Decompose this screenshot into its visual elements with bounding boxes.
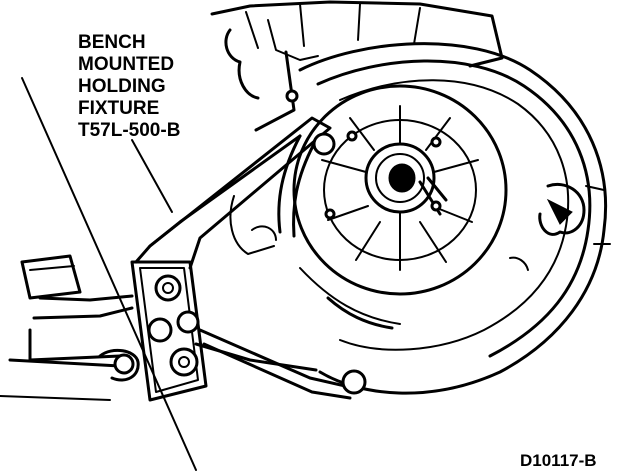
bench-vise-base xyxy=(0,254,140,401)
callout-line-4: FIXTURE xyxy=(78,98,159,119)
fixture-mounting-plate xyxy=(130,260,208,402)
bell-housing xyxy=(298,42,611,395)
holding-fixture-arm xyxy=(134,116,367,400)
clutch-drum xyxy=(292,84,508,296)
callout-line-2: MOUNTED xyxy=(78,54,174,75)
callout-leader-line xyxy=(131,139,173,213)
callout-line-1: BENCH xyxy=(78,32,146,53)
top-housing xyxy=(210,0,504,132)
figure-id: D10117-B xyxy=(520,451,597,470)
lower-flange xyxy=(194,195,401,372)
bench-edge-line xyxy=(21,77,197,471)
callout-label: BENCH MOUNTED HOLDING FIXTURE T57L-500-B xyxy=(78,32,180,141)
callout-line-5: T57L-500-B xyxy=(78,120,180,141)
callout-line-3: HOLDING xyxy=(78,76,166,97)
